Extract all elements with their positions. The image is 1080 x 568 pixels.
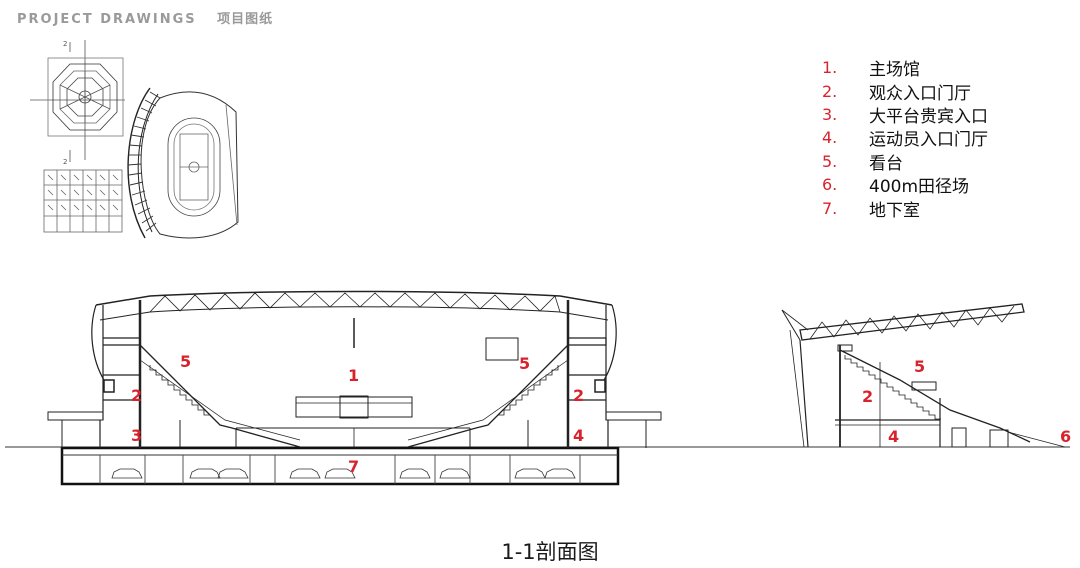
legend-item: 5.看台 — [822, 151, 903, 174]
header-en: PROJECT DRAWINGS — [17, 12, 197, 27]
key-plan: 2 2 — [30, 40, 239, 239]
label-stand-partial: 5 — [914, 357, 925, 376]
legend-item: 1.主场馆 — [822, 58, 920, 81]
legend: 1.主场馆 2.观众入口门厅 3.大平台贵宾入口 4.运动员入口门厅 5.看台 … — [822, 56, 988, 220]
label-athlete-lobby-partial: 4 — [888, 427, 899, 446]
legend-item: 3.大平台贵宾入口 — [822, 104, 988, 127]
label-lobby-partial: 2 — [862, 387, 873, 406]
label-stand-right: 5 — [519, 354, 530, 373]
legend-item: 7.地下室 — [822, 198, 920, 221]
section-mark-top: 2 — [63, 40, 67, 48]
legend-item: 4.运动员入口门厅 — [822, 128, 988, 151]
main-section — [5, 290, 1070, 486]
legend-item: 6.400m田径场 — [822, 175, 970, 198]
label-vip-entrance: 3 — [131, 426, 142, 445]
legend-item: 2.观众入口门厅 — [822, 81, 971, 104]
label-basement: 7 — [348, 457, 359, 476]
partial-section — [781, 303, 1066, 448]
label-lobby-left: 2 — [131, 386, 142, 405]
label-main-hall: 1 — [348, 366, 359, 385]
label-stand-left: 5 — [180, 352, 191, 371]
drawing-caption: 1-1剖面图 — [501, 540, 599, 564]
header-cn: 项目图纸 — [217, 12, 274, 27]
label-athlete-lobby: 4 — [573, 426, 584, 445]
label-track: 6 — [1060, 427, 1071, 446]
section-mark-bottom: 2 — [63, 158, 67, 166]
label-lobby-right: 2 — [573, 386, 584, 405]
page-header: PROJECT DRAWINGS 项目图纸 — [17, 8, 273, 27]
section-labels: 1 5 5 2 2 3 4 7 5 2 4 6 — [131, 352, 1071, 476]
